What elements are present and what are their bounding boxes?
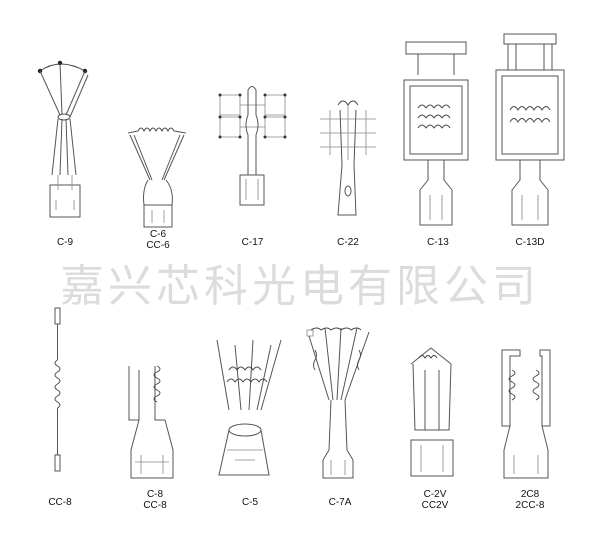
filament-c-8: C-8 CC-8 [115, 300, 195, 520]
label-c-7a: C-7A [328, 497, 352, 508]
label-2c8: 2C8 2CC-8 [515, 489, 545, 511]
filament-2c8-drawing [490, 300, 570, 520]
filament-c-7a-drawing [295, 300, 385, 520]
filament-c-17-drawing [218, 55, 287, 255]
filament-c-9-drawing [37, 60, 100, 255]
label-c-5: C-5 [241, 497, 259, 508]
filament-2c8: 2C8 2CC-8 [490, 300, 570, 520]
label-c-22: C-22 [337, 237, 359, 248]
filament-c-22: C-22 [308, 55, 388, 255]
label-c-2v: C-2V CC2V [421, 489, 449, 511]
filament-c-8-drawing [115, 300, 195, 520]
filament-c-2v-drawing [395, 300, 475, 520]
filament-c-6-drawing [118, 55, 198, 255]
filament-c-5-drawing [205, 300, 295, 520]
label-c-17: C-17 [241, 237, 264, 248]
filament-c-2v: C-2V CC2V [395, 300, 475, 520]
label-c-9: C-9 [56, 237, 74, 248]
filament-c-13: C-13 [398, 30, 478, 255]
filament-c-7a: C-7A [295, 300, 385, 520]
filament-cc-8-drawing [30, 300, 90, 520]
label-c-8: C-8 CC-8 [143, 489, 167, 511]
label-c-13d: C-13D [515, 237, 545, 248]
watermark-company-name: 嘉兴芯科光电有限公司 [60, 261, 540, 312]
label-c-13: C-13 [427, 237, 449, 248]
filament-c-13d: C-13D [490, 30, 570, 255]
filament-c-22-drawing [308, 55, 388, 255]
filament-c-17: C-17 [210, 55, 295, 255]
filament-c-9: C-9 [30, 55, 100, 255]
filament-c-5: C-5 [205, 300, 295, 520]
filament-c-13-drawing [398, 30, 478, 255]
filament-c-13d-drawing [490, 30, 570, 255]
label-c-6: C-6 CC-6 [146, 229, 170, 251]
label-cc-8: CC-8 [48, 497, 72, 508]
filament-cc-8: CC-8 [30, 300, 90, 520]
filament-c-6: C-6 CC-6 [118, 55, 198, 255]
